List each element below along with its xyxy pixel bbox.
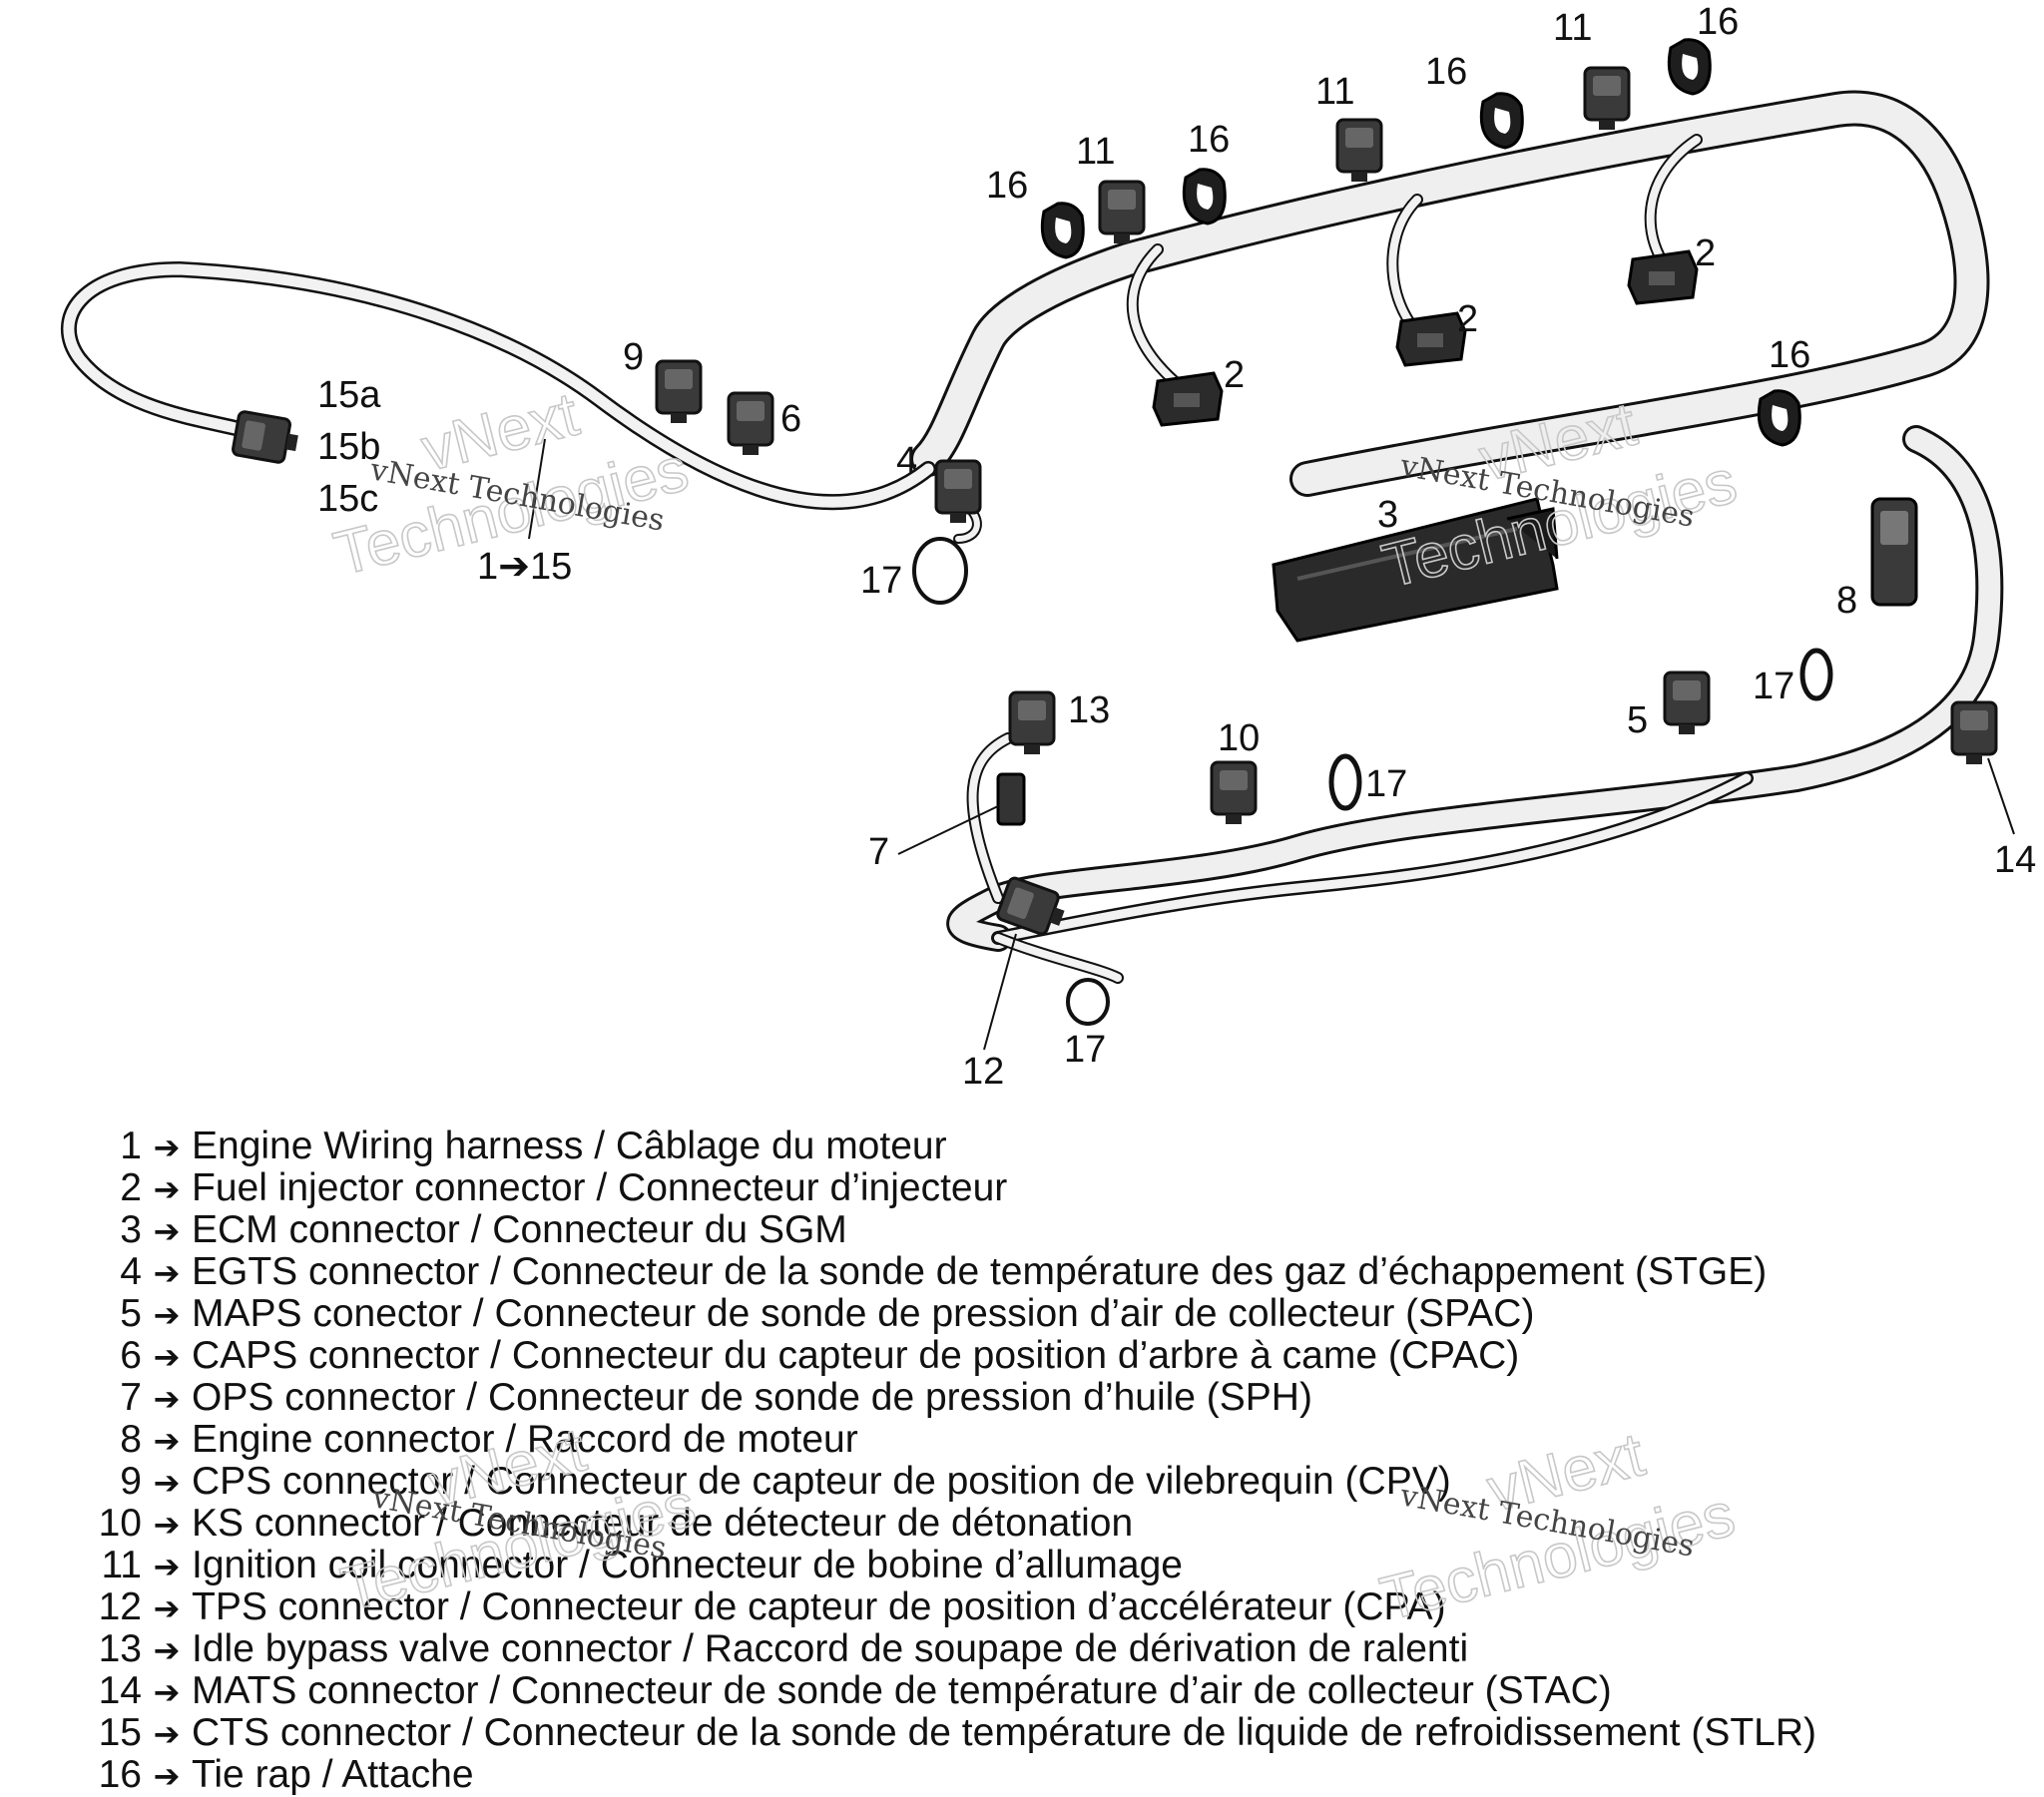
callout-17-right: 17 [1753,666,1794,707]
legend-item: 7➔OPS connector / Connecteur de sonde de… [120,1376,1312,1419]
tie-16c [1479,92,1524,150]
arrow-icon: ➔ [153,1674,181,1710]
callout-9: 9 [623,336,644,378]
arrow-icon: ➔ [153,1423,181,1459]
idle-bypass-connector-13 [1008,690,1056,756]
callout-14: 14 [1994,839,2036,881]
callout-8: 8 [1836,580,1857,622]
arrow-icon: ➔ [153,1297,181,1333]
legend-item: 6➔CAPS connector / Connecteur du capteur… [120,1334,1520,1377]
callout-15c: 15c [317,478,378,520]
tie-16a [1040,202,1085,259]
arrow-icon: ➔ [153,1339,181,1375]
callout-17-bottom: 17 [1064,1029,1106,1071]
tie-16b [1182,168,1227,225]
engine-connector-8 [1870,497,1918,607]
callout-2-b: 2 [1457,298,1478,340]
arrow-icon: ➔ [153,1171,181,1207]
callout-labels: 15a 15b 15c 1➔15 9 6 4 17 16 11 16 11 16… [317,1,2036,1093]
tie-16e [1757,389,1801,447]
callout-16-e: 16 [1769,334,1810,376]
tie-17-left [912,537,968,605]
arrow-icon: ➔ [153,1716,181,1752]
arrow-icon: ➔ [153,1590,181,1626]
legend-item: 11➔Ignition coil connector / Connecteur … [101,1544,1183,1586]
callout-16-a: 16 [986,165,1028,207]
caps-connector-6 [727,391,774,457]
tie-17-bottom [1066,978,1110,1026]
callout-4: 4 [896,440,917,482]
crankshaft-connector-15 [231,409,302,467]
callout-10: 10 [1218,717,1260,759]
callout-3: 3 [1377,494,1398,536]
arrow-icon: ➔ [153,1255,181,1291]
callout-17-mid: 17 [1365,763,1407,805]
legend-item: 2➔Fuel injector connector / Connecteur d… [120,1166,1008,1209]
callout-15b: 15b [317,426,380,468]
legend-item: 15➔CTS connector / Connecteur de la sond… [98,1711,1817,1754]
callout-13: 13 [1068,689,1110,731]
ops-connector-7 [996,772,1026,826]
legend-item: 1➔Engine Wiring harness / Câblage du mot… [120,1124,947,1167]
injector-connector-2c [1627,249,1699,305]
legend-item: 16➔Tie rap / Attache [98,1753,474,1796]
callout-11-b: 11 [1315,71,1354,113]
callout-11-a: 11 [1076,131,1115,173]
callout-5: 5 [1627,699,1648,741]
legend-item: 13➔Idle bypass valve connector / Raccord… [98,1627,1469,1670]
arrow-icon: ➔ [153,1507,181,1543]
legend-item: 12➔TPS connector / Connecteur de capteur… [98,1585,1446,1628]
egts-connector-4 [934,459,982,525]
arrow-icon: ➔ [153,1549,181,1584]
legend-item: 4➔EGTS connector / Connecteur de la sond… [120,1250,1768,1293]
ks-connector-10 [1210,760,1258,826]
injector-connector-2b [1395,311,1467,367]
parts-legend: 1➔Engine Wiring harness / Câblage du mot… [90,1125,2044,1796]
ignition-connector-11c [1583,66,1631,132]
arrow-icon: ➔ [153,1213,181,1249]
callout-15a: 15a [317,374,381,416]
arrow-icon: ➔ [153,1632,181,1668]
legend-item: 14➔MATS connector / Connecteur de sonde … [98,1669,1612,1712]
callout-16-d: 16 [1697,1,1739,43]
wiring-harness-diagram: 15a 15b 15c 1➔15 9 6 4 17 16 11 16 11 16… [60,1,2036,1093]
callout-16-b: 16 [1188,119,1230,161]
callout-6: 6 [780,398,801,440]
legend-item: 8➔Engine connector / Raccord de moteur [120,1418,858,1461]
ecm-connector-3 [1272,497,1559,643]
callout-1-15: 1➔15 [477,546,572,588]
tie-17-mid [1328,753,1362,811]
tie-17-right [1799,648,1833,701]
legend-item: 3➔ECM connector / Connecteur du SGM [120,1208,847,1251]
ignition-connector-11b [1335,118,1383,184]
callout-2-a: 2 [1224,354,1245,396]
arrow-icon: ➔ [153,1465,181,1501]
legend-item: 5➔MAPS conector / Connecteur de sonde de… [120,1292,1535,1335]
callout-11-c: 11 [1553,7,1592,49]
mats-connector-14 [1950,700,1998,766]
callout-12: 12 [962,1051,1004,1093]
injector-connector-2a [1152,371,1224,427]
maps-connector-5 [1663,671,1711,736]
callout-17-left: 17 [860,560,902,602]
legend-item: 10➔KS connector / Connecteur de détecteu… [98,1502,1134,1545]
arrow-icon: ➔ [153,1381,181,1417]
legend-item: 9➔CPS connector / Connecteur de capteur … [120,1460,1451,1503]
callout-16-c: 16 [1425,51,1467,93]
arrow-icon: ➔ [153,1129,181,1165]
callout-7: 7 [868,831,889,873]
leader-lines [528,438,2015,1051]
callout-2-c: 2 [1695,232,1716,274]
arrow-icon: ➔ [153,1758,181,1794]
ignition-connector-11a [1098,180,1146,245]
tie-16d [1667,38,1712,96]
cps-connector-9 [655,359,703,425]
